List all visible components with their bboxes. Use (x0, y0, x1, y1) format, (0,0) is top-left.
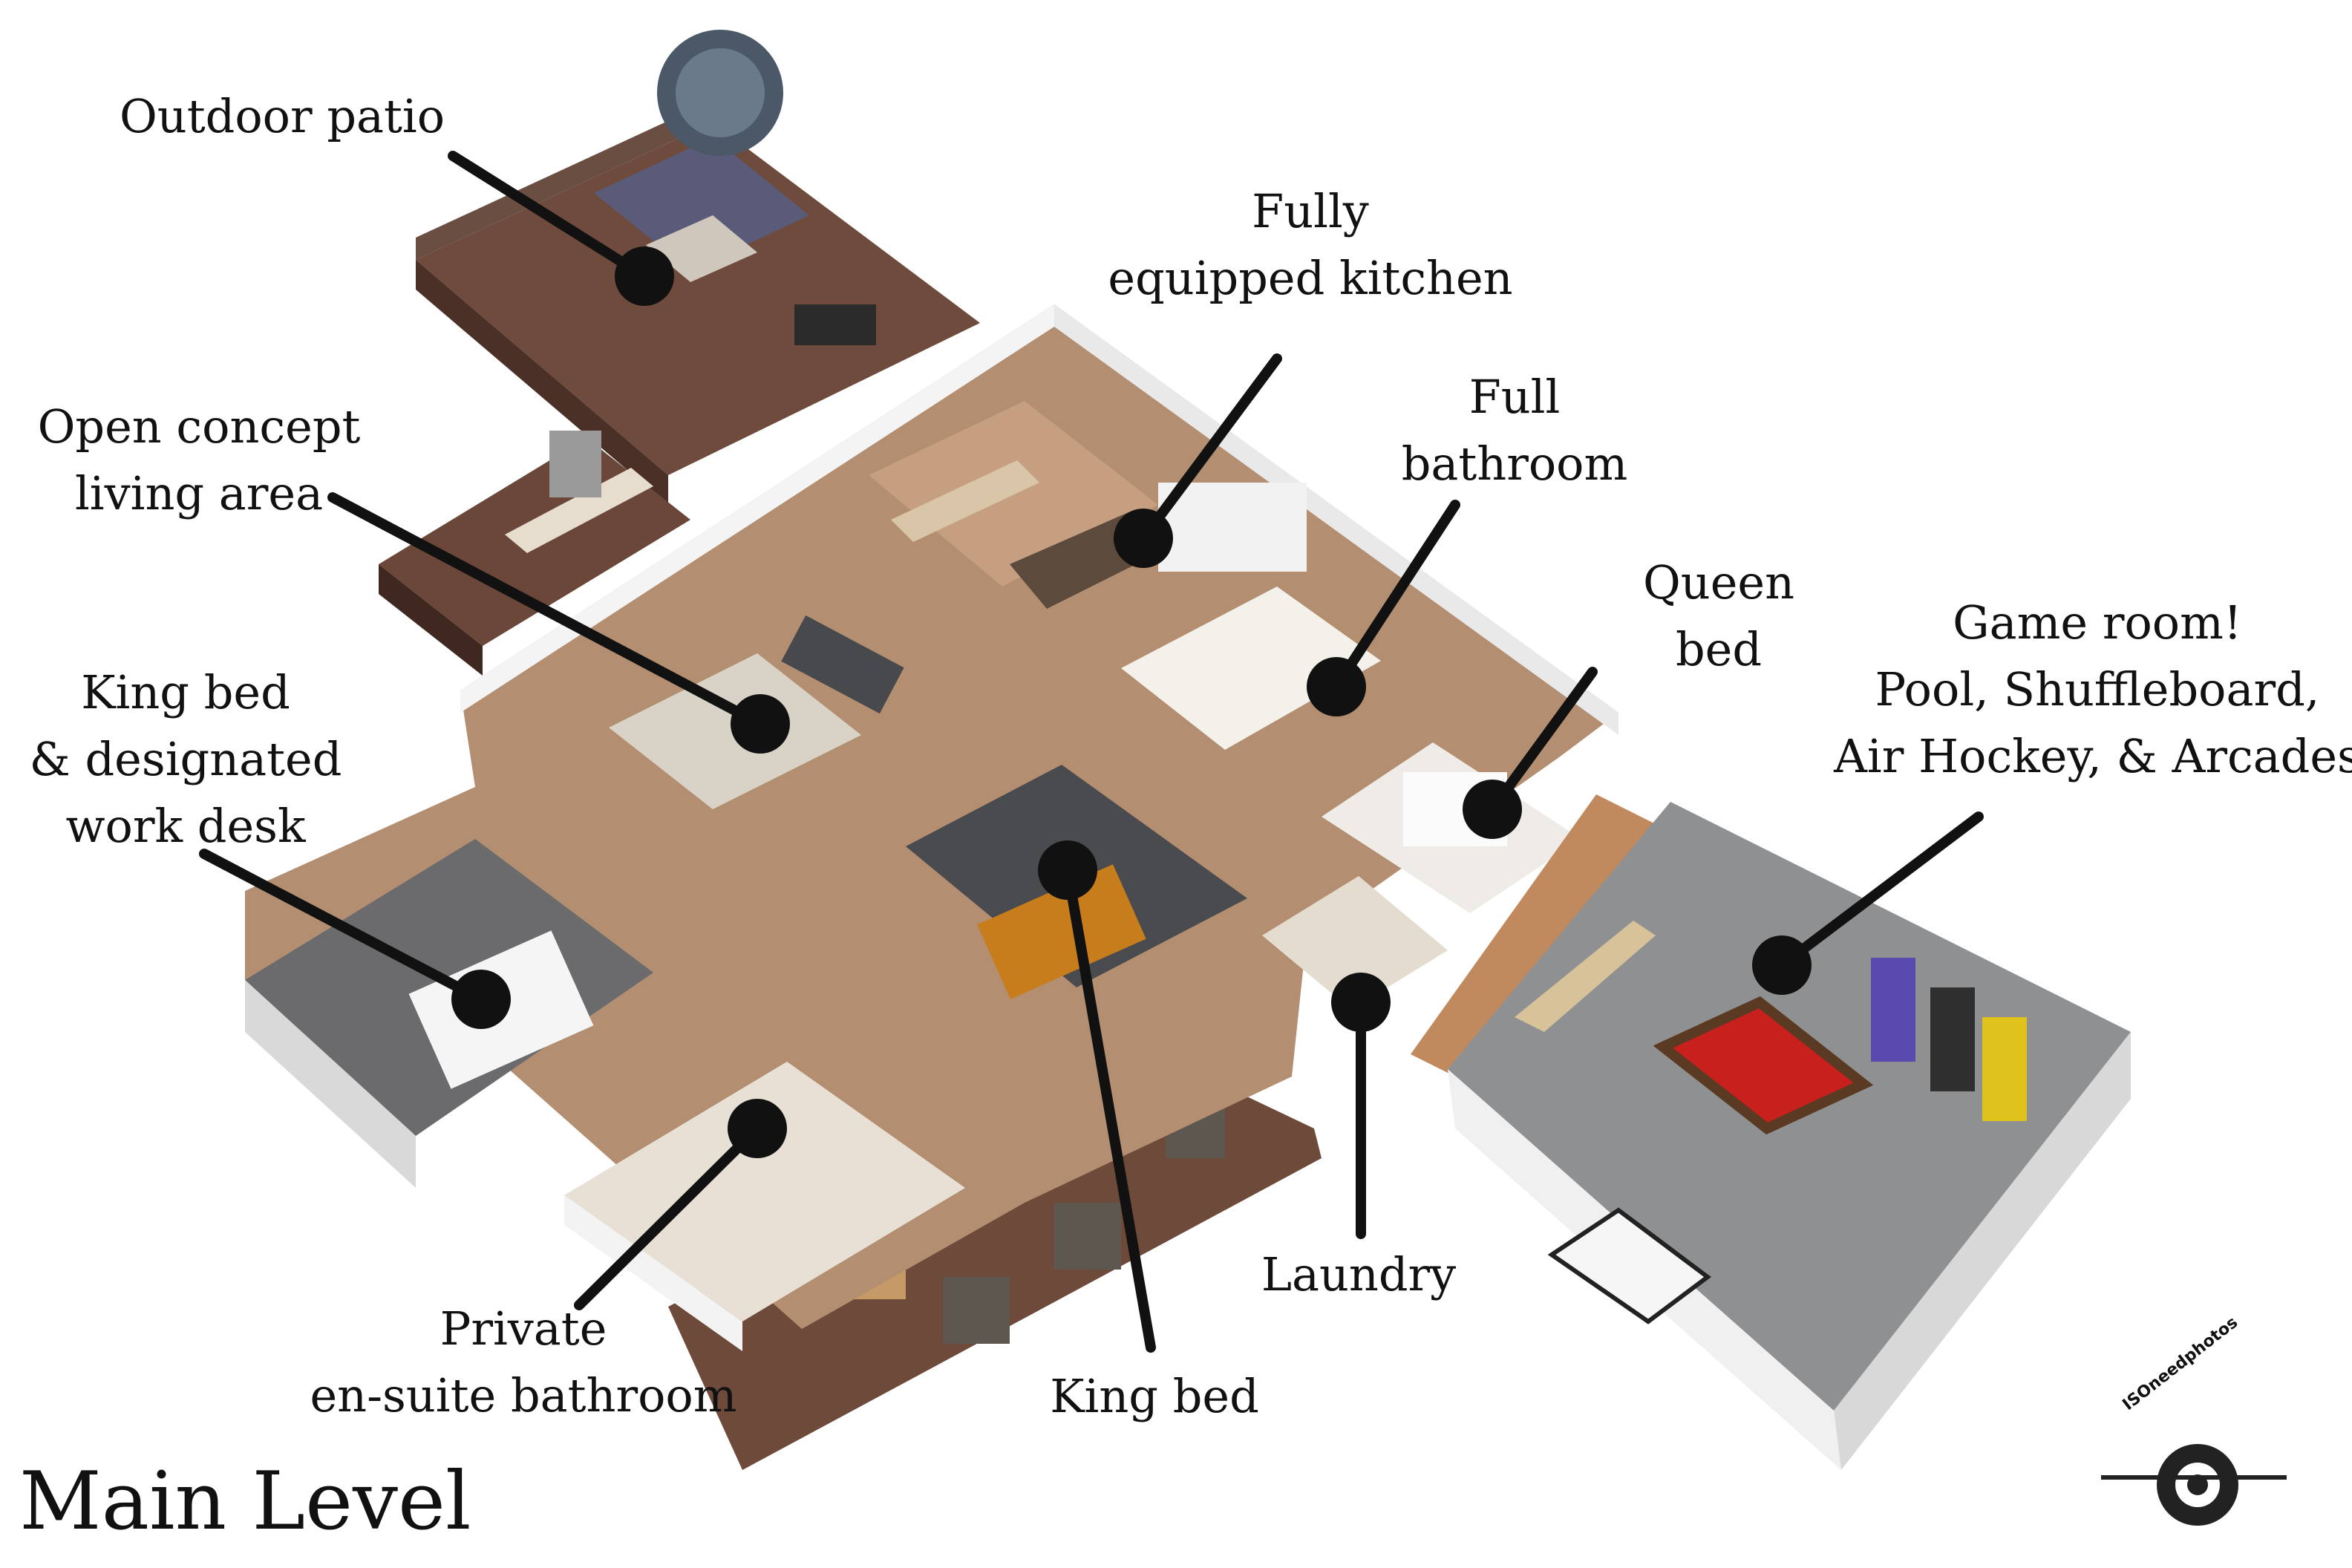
marker-ensuite (728, 1099, 787, 1158)
label-game-room: Game room!Pool, Shuffleboard,Air Hockey,… (1834, 595, 2352, 783)
marker-living-area (731, 694, 790, 754)
leader-living-area (327, 492, 765, 729)
leader-kitchen (1138, 353, 1282, 543)
marker-game-room (1752, 935, 1812, 995)
game-room (1448, 802, 2131, 1470)
leader-ensuite (574, 1123, 762, 1310)
marker-king-bed (1038, 840, 1097, 900)
marker-laundry (1331, 973, 1391, 1032)
marker-outdoor-patio (615, 246, 674, 306)
dining-deck (379, 431, 690, 676)
leader-game-room (1777, 811, 1984, 970)
marker-king-bed-desk (451, 970, 511, 1029)
leader-full-bathroom (1331, 500, 1460, 692)
marker-dots (451, 246, 1812, 1158)
marker-kitchen (1114, 509, 1173, 568)
leader-outdoor-patio (448, 151, 650, 281)
leader-king-bed (1062, 865, 1156, 1353)
watermark-logo (2101, 1444, 2287, 1526)
label-outdoor-patio: Outdoor patio (119, 89, 445, 143)
marker-queen-bed (1463, 780, 1522, 839)
main-house (245, 304, 1656, 1351)
leader-king-bed-desk (199, 849, 486, 1004)
outdoor-patio-deck (416, 30, 980, 505)
marker-full-bathroom (1307, 657, 1366, 716)
label-laundry: Laundry (1261, 1247, 1457, 1301)
label-king-bed: King bed (1050, 1369, 1259, 1423)
leader-lines (199, 151, 1984, 1353)
page-title: Main Level (19, 1455, 471, 1548)
